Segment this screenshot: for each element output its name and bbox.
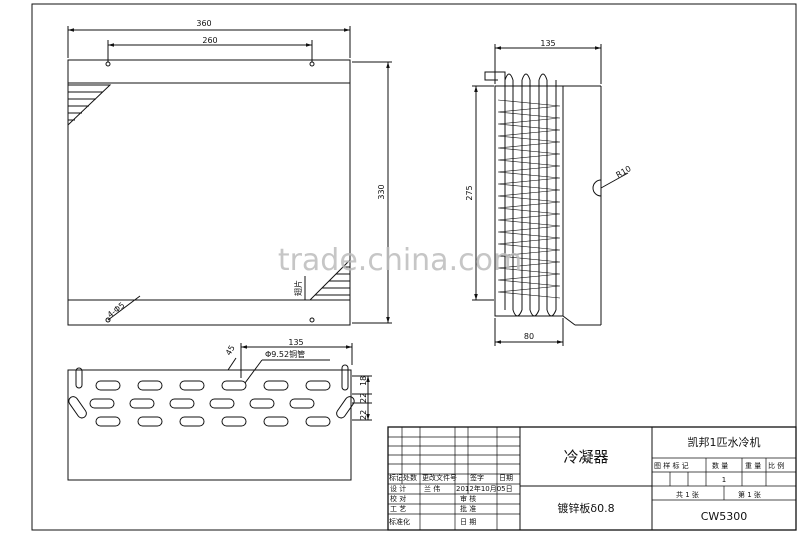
attr-header-scale: 比 例 [768,461,784,470]
row-standard-role: 日 期 [460,518,476,526]
rev-header-mark: 标记 [389,473,403,482]
hole-note: 4-Φ5 [106,301,127,320]
row-check-label: 校 对 [390,494,406,503]
sheets-total: 共 1 张 [676,490,699,499]
bottom-view [67,343,372,481]
rev-header-doc: 更改文件号 [422,473,457,482]
material: 镀锌板δ0.8 [557,501,614,515]
mount-hole [105,317,111,323]
pitch-c: 18 [359,376,368,386]
dim-front-width: 360 [196,19,211,28]
fin-label: 翅片 [293,280,303,296]
dim-side-width: 135 [540,39,555,48]
fin-hatch-top-left [67,84,112,127]
mount-hole [309,317,315,323]
rev-header-date: 日期 [499,474,513,482]
product-name: 凯邦1匹水冷机 [688,435,761,449]
mount-hole [309,61,315,67]
tube-columns [484,71,557,317]
dim-front-height: 330 [377,184,386,199]
rev-header-count: 处数 [403,473,417,482]
watermark: trade.china.com [278,243,522,278]
pitch-b: 22 [359,393,368,403]
attr-header-weight: 重 量 [745,462,761,470]
dim-bend-radius: R10 [615,164,633,180]
dim-side-bottom: 80 [524,332,534,341]
fin-hatch-bottom-right [308,258,351,301]
row-process-role: 批 准 [460,504,476,513]
dim-hole-span: 260 [202,36,217,45]
attr-header-qty: 数 量 [712,461,728,470]
drawing-number: CW5300 [701,510,748,523]
row-design-label: 设 计 [390,484,406,493]
mount-hole [105,61,111,67]
dim-bottom-width: 135 [288,338,303,347]
attr-header-marking: 图 样 标 记 [654,461,689,470]
front-view [67,26,392,326]
sheet-no: 第 1 张 [738,490,761,499]
row-design-name: 兰 伟 [424,484,440,493]
quantity: 1 [722,476,726,484]
row-process-label: 工 艺 [390,505,406,513]
dim-side-height: 275 [465,185,474,200]
tube-slots [68,380,355,427]
fin-zigzag [497,99,561,299]
row-check-role: 审 核 [460,494,476,503]
row-standard-label: 标准化 [389,517,410,526]
pitch-a: 22 [359,410,368,420]
tube-spec: Φ9.52铜管 [265,349,305,359]
side-view [472,44,629,346]
bend-notch [592,179,602,197]
part-name: 冷凝器 [563,448,608,466]
row-design-date: 2012年10月05日 [456,484,513,493]
rev-header-sign: 签字 [470,473,484,482]
title-block [387,426,797,531]
angle-label: 45 [224,344,237,357]
